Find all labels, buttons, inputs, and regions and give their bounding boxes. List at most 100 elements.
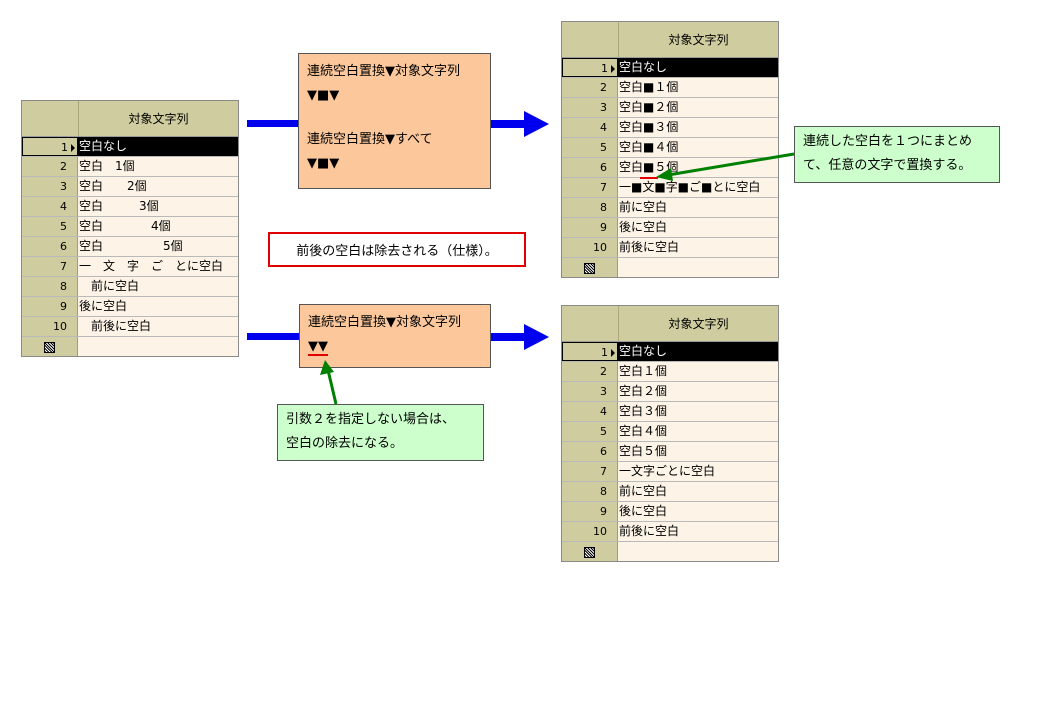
table-cell[interactable]: 空白２個 bbox=[618, 382, 778, 401]
table-cell[interactable]: 空白■２個 bbox=[618, 98, 778, 117]
table-cell[interactable]: 空白４個 bbox=[618, 422, 778, 441]
row-number[interactable]: 5 bbox=[562, 422, 618, 441]
row-number[interactable]: 10 bbox=[22, 317, 78, 336]
table-cell[interactable]: 前後に空白 bbox=[618, 522, 778, 541]
table-cell[interactable]: 空白 5個 bbox=[78, 237, 238, 256]
row-number[interactable]: 1 bbox=[562, 342, 618, 361]
column-header[interactable]: 対象文字列 bbox=[668, 317, 729, 331]
table-cell[interactable]: 後に空白 bbox=[78, 297, 238, 316]
row-number[interactable]: 4 bbox=[562, 402, 618, 421]
table-cell[interactable]: 空白なし bbox=[78, 137, 238, 156]
row-number[interactable]: 4 bbox=[22, 197, 78, 216]
table-cell[interactable]: 空白■１個 bbox=[618, 78, 778, 97]
row-number[interactable]: 10 bbox=[562, 238, 618, 257]
row-number[interactable]: 3 bbox=[22, 177, 78, 196]
row-number[interactable]: 1 bbox=[22, 137, 78, 156]
table-row[interactable]: 10 前後に空白 bbox=[22, 317, 238, 337]
row-number[interactable]: 9 bbox=[22, 297, 78, 316]
row-number[interactable]: 6 bbox=[562, 442, 618, 461]
table-cell[interactable]: 一■文■字■ご■とに空白 bbox=[618, 178, 778, 197]
new-record-row[interactable] bbox=[562, 258, 778, 277]
row-number[interactable]: 2 bbox=[562, 362, 618, 381]
table-cell[interactable]: 空白５個 bbox=[618, 442, 778, 461]
row-number[interactable]: 8 bbox=[562, 482, 618, 501]
new-record-marker[interactable] bbox=[562, 542, 618, 561]
row-number[interactable]: 5 bbox=[562, 138, 618, 157]
table-cell[interactable]: 後に空白 bbox=[618, 502, 778, 521]
row-number[interactable]: 5 bbox=[22, 217, 78, 236]
table-cell[interactable]: 空白■３個 bbox=[618, 118, 778, 137]
row-number[interactable]: 9 bbox=[562, 502, 618, 521]
table-cell[interactable]: 一文字ごとに空白 bbox=[618, 462, 778, 481]
table-cell[interactable]: 空白１個 bbox=[618, 362, 778, 381]
row-number[interactable]: 2 bbox=[562, 78, 618, 97]
table-cell[interactable] bbox=[618, 542, 778, 561]
row-number[interactable]: 9 bbox=[562, 218, 618, 237]
row-number[interactable]: 3 bbox=[562, 98, 618, 117]
row-number[interactable]: 2 bbox=[22, 157, 78, 176]
table-cell[interactable] bbox=[618, 258, 778, 277]
table-cell[interactable]: 空白なし bbox=[618, 58, 778, 77]
new-record-marker[interactable] bbox=[562, 258, 618, 277]
table-cell[interactable] bbox=[78, 337, 238, 356]
table-cell[interactable]: 空白 4個 bbox=[78, 217, 238, 236]
row-number[interactable]: 7 bbox=[22, 257, 78, 276]
table-cell[interactable]: 前後に空白 bbox=[618, 238, 778, 257]
table-cell[interactable]: 一 文 字 ご とに空白 bbox=[78, 257, 238, 276]
column-header[interactable]: 対象文字列 bbox=[668, 33, 729, 47]
row-number[interactable]: 7 bbox=[562, 178, 618, 197]
table-row[interactable]: 8 前に空白 bbox=[22, 277, 238, 297]
row-number[interactable]: 8 bbox=[22, 277, 78, 296]
table-cell[interactable]: 空白なし bbox=[618, 342, 778, 361]
row-number[interactable]: 6 bbox=[22, 237, 78, 256]
table-cell[interactable]: 空白 3個 bbox=[78, 197, 238, 216]
new-record-row[interactable] bbox=[562, 542, 778, 561]
column-header[interactable]: 対象文字列 bbox=[128, 112, 189, 126]
table-cell[interactable]: 空白■４個 bbox=[618, 138, 778, 157]
row-number[interactable]: 1 bbox=[562, 58, 618, 77]
row-number[interactable]: 4 bbox=[562, 118, 618, 137]
table-cell[interactable]: 前後に空白 bbox=[78, 317, 238, 336]
row-number[interactable]: 7 bbox=[562, 462, 618, 481]
table-cell[interactable]: 前に空白 bbox=[78, 277, 238, 296]
row-number[interactable]: 10 bbox=[562, 522, 618, 541]
new-record-row[interactable] bbox=[22, 337, 238, 356]
row-number[interactable]: 8 bbox=[562, 198, 618, 217]
row-number[interactable]: 6 bbox=[562, 158, 618, 177]
table-cell[interactable]: 空白 1個 bbox=[78, 157, 238, 176]
table-cell[interactable]: 空白３個 bbox=[618, 402, 778, 421]
table-cell[interactable]: 前に空白 bbox=[618, 482, 778, 501]
table-cell[interactable]: 前に空白 bbox=[618, 198, 778, 217]
table-cell[interactable]: 空白 2個 bbox=[78, 177, 238, 196]
table-cell[interactable]: 後に空白 bbox=[618, 218, 778, 237]
row-number[interactable]: 3 bbox=[562, 382, 618, 401]
new-record-marker[interactable] bbox=[22, 337, 78, 356]
